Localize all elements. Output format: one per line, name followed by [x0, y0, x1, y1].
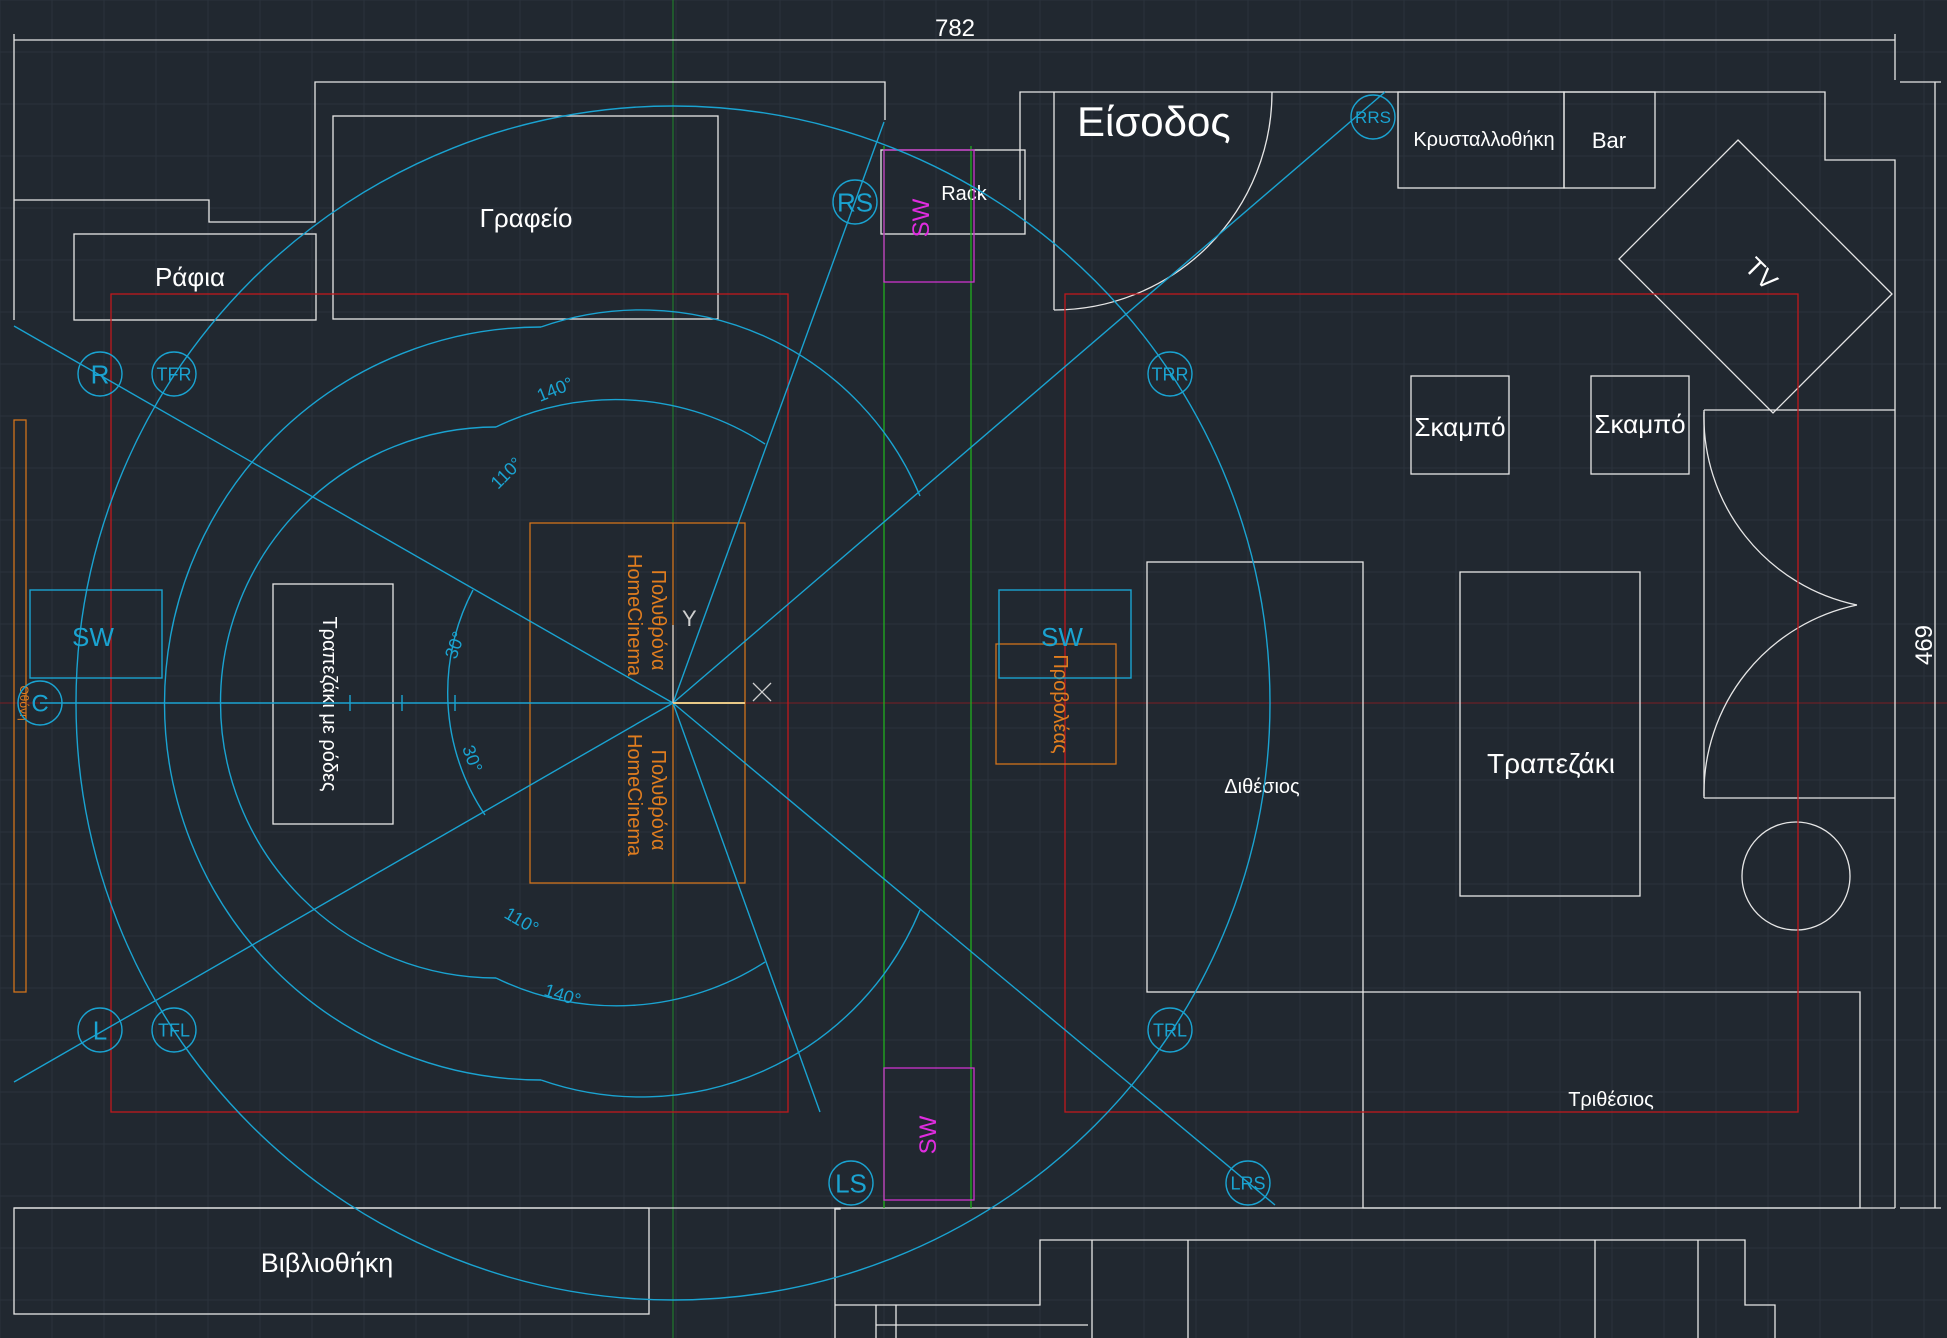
stool-2 [1590, 375, 1690, 475]
entrance-door: Είσοδος [1053, 91, 1273, 311]
sw-top-box [883, 149, 975, 283]
sw-left-label: SW [72, 622, 114, 652]
speaker-trr-circle [1147, 351, 1193, 397]
y-axis-label: Y [682, 606, 697, 631]
angle-labels: 140° 110° 30° 30° 110° 140° [441, 373, 583, 1010]
speaker-lrs-circle [1225, 1160, 1271, 1206]
sw-bottom-box [883, 1067, 975, 1201]
speaker-ls-circle [828, 1160, 874, 1206]
speaker-ls-label: LS [835, 1168, 867, 1198]
tv-stand [1618, 139, 1893, 414]
speaker-rs-circle [832, 179, 878, 225]
two-seater-sofa [1146, 561, 1364, 993]
shelves-label: Ράφια [155, 262, 225, 292]
sw-left-box [29, 589, 163, 679]
table-box [1459, 571, 1641, 897]
shelves-box [73, 233, 317, 321]
entrance-label: Είσοδος [1077, 98, 1231, 145]
speaker-tfl-label: TFL [158, 1020, 190, 1040]
speaker-trr-label: TRR [1152, 364, 1189, 384]
speaker-trl-label: TRL [1153, 1020, 1187, 1040]
library-label: Βιβλιοθήκη [261, 1248, 394, 1278]
dimension-width: 782 [13, 15, 1896, 320]
rack-label: Rack [941, 183, 988, 205]
angle-30-top: 30° [441, 629, 469, 661]
glass-cabinet-label: Κρυσταλλοθήκη [1413, 129, 1554, 151]
ottoman-box [995, 643, 1117, 765]
arc-30-deg [446, 589, 486, 816]
speaker-layout: Y [13, 91, 1386, 1301]
speaker-lrs-label: LRS [1230, 1173, 1265, 1193]
dimension-width-label: 782 [935, 15, 975, 42]
home-cinema-seats: Οθόνη Πολυθρόνα HomeCinema Πολυθρόνα Hom… [13, 419, 1117, 993]
speaker-tfr-label: TFR [157, 364, 192, 384]
seat-bottom-line-1: Πολυθρόνα [647, 750, 669, 851]
angle-140-top: 140° [534, 373, 576, 405]
speaker-r-circle [77, 351, 123, 397]
speaker-markers: R TFR RS RRS TRR C L TFL LS LRS TRL SW SW [17, 94, 1396, 1206]
stool-1-label: Σκαμπό [1414, 412, 1505, 442]
furniture: Ράφια Γραφείο Rack Κρυσταλλοθήκη Bar TV … [13, 91, 1893, 1315]
line-ls [672, 702, 821, 1113]
dimension-height-label: 469 [1911, 625, 1938, 665]
office-desk [332, 115, 719, 320]
speaker-c-label: C [31, 691, 48, 718]
coffee-table-wheels [272, 583, 394, 825]
bar-label: Bar [1592, 128, 1626, 153]
seat-top-line-1: Πολυθρόνα [647, 570, 669, 671]
three-seater-sofa [1362, 991, 1861, 1209]
speaker-c-circle [17, 680, 63, 726]
screen-label: Οθόνη [17, 685, 31, 720]
speaker-tfr-circle [151, 351, 197, 397]
office-label: Γραφείο [480, 203, 573, 233]
seat-top-line-2: HomeCinema [623, 554, 645, 677]
round-object [1741, 821, 1851, 931]
speaker-tfl-circle [151, 1007, 197, 1053]
stool-2-label: Σκαμπό [1594, 409, 1685, 439]
line-right-front [13, 325, 674, 704]
two-seater-label: Διθέσιος [1224, 776, 1300, 798]
speaker-l-circle [77, 1007, 123, 1053]
ottoman-label: Προβολέας [1049, 654, 1071, 754]
subwoofer-boxes: SW SW [883, 149, 975, 1201]
table-label: Τραπεζάκι [1487, 748, 1615, 779]
listening-zone-right [1064, 293, 1799, 1113]
speaker-l-label: L [93, 1015, 107, 1045]
speaker-rs-label: RS [837, 187, 873, 217]
line-left-front [13, 702, 674, 1083]
screen-bar [13, 419, 27, 993]
stool-1 [1410, 375, 1510, 475]
dimension-height: 469 [1900, 81, 1941, 1209]
speaker-rrs-circle [1350, 94, 1396, 140]
line-lrs [672, 702, 1276, 1206]
sw-bottom-label: SW [915, 1115, 942, 1154]
angle-140-bottom: 140° [542, 980, 584, 1011]
line-rrs [672, 91, 1386, 704]
sw-mid-box [998, 589, 1132, 679]
angle-110-bottom: 110° [501, 903, 542, 938]
library-box [13, 1207, 650, 1315]
sw-mid-label: SW [1041, 622, 1083, 652]
bar-box [1563, 91, 1656, 189]
seat-bottom-line-2: HomeCinema [623, 734, 645, 857]
line-rs [672, 121, 885, 704]
three-seater-label: Τριθέσιος [1568, 1089, 1654, 1111]
walls [14, 81, 1896, 1338]
speaker-r-label: R [91, 359, 110, 389]
right-doors [1703, 410, 1858, 931]
sw-top-label: SW [908, 198, 935, 237]
tv-label: TV [1739, 251, 1784, 296]
speaker-rrs-label: RRS [1355, 108, 1391, 127]
coffee-table-wheels-label: Τραπεζάκι με ρόδες [318, 616, 340, 791]
speaker-trl-circle [1147, 1007, 1193, 1053]
